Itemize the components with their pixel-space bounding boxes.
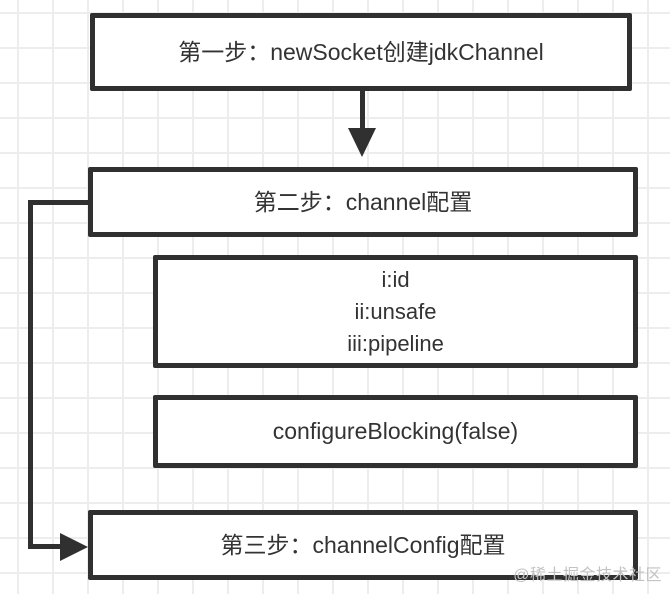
arrow-step1-to-step2-head-icon <box>348 128 376 157</box>
connector-step2-to-step3-top-segment <box>28 200 90 205</box>
flow-box-step3-label: 第三步：channelConfig配置 <box>220 531 506 558</box>
channel-detail-line-3: iii:pipeline <box>347 330 444 356</box>
channel-detail-line-1: i:id <box>381 266 410 292</box>
channel-detail-line-2: ii:unsafe <box>354 298 437 324</box>
flow-box-step2-label: 第二步：channel配置 <box>253 188 473 215</box>
flow-box-configure-blocking: configureBlocking(false) <box>153 395 638 468</box>
connector-step2-to-step3-bottom-segment <box>28 544 62 549</box>
configure-blocking-label: configureBlocking(false) <box>272 418 519 445</box>
flow-box-channel-detail: i:id ii:unsafe iii:pipeline <box>153 255 638 368</box>
flow-box-step3: 第三步：channelConfig配置 <box>88 510 638 580</box>
arrow-step1-to-step2-line <box>360 90 365 132</box>
flow-box-step1: 第一步：newSocket创建jdkChannel <box>90 13 632 91</box>
flow-box-step1-label: 第一步：newSocket创建jdkChannel <box>178 38 544 65</box>
connector-step2-to-step3-vertical-segment <box>28 200 33 549</box>
watermark-text: @稀土掘金技术社区 <box>513 567 662 584</box>
connector-step2-to-step3-arrowhead-icon <box>60 533 88 561</box>
flow-box-step2: 第二步：channel配置 <box>88 167 638 237</box>
